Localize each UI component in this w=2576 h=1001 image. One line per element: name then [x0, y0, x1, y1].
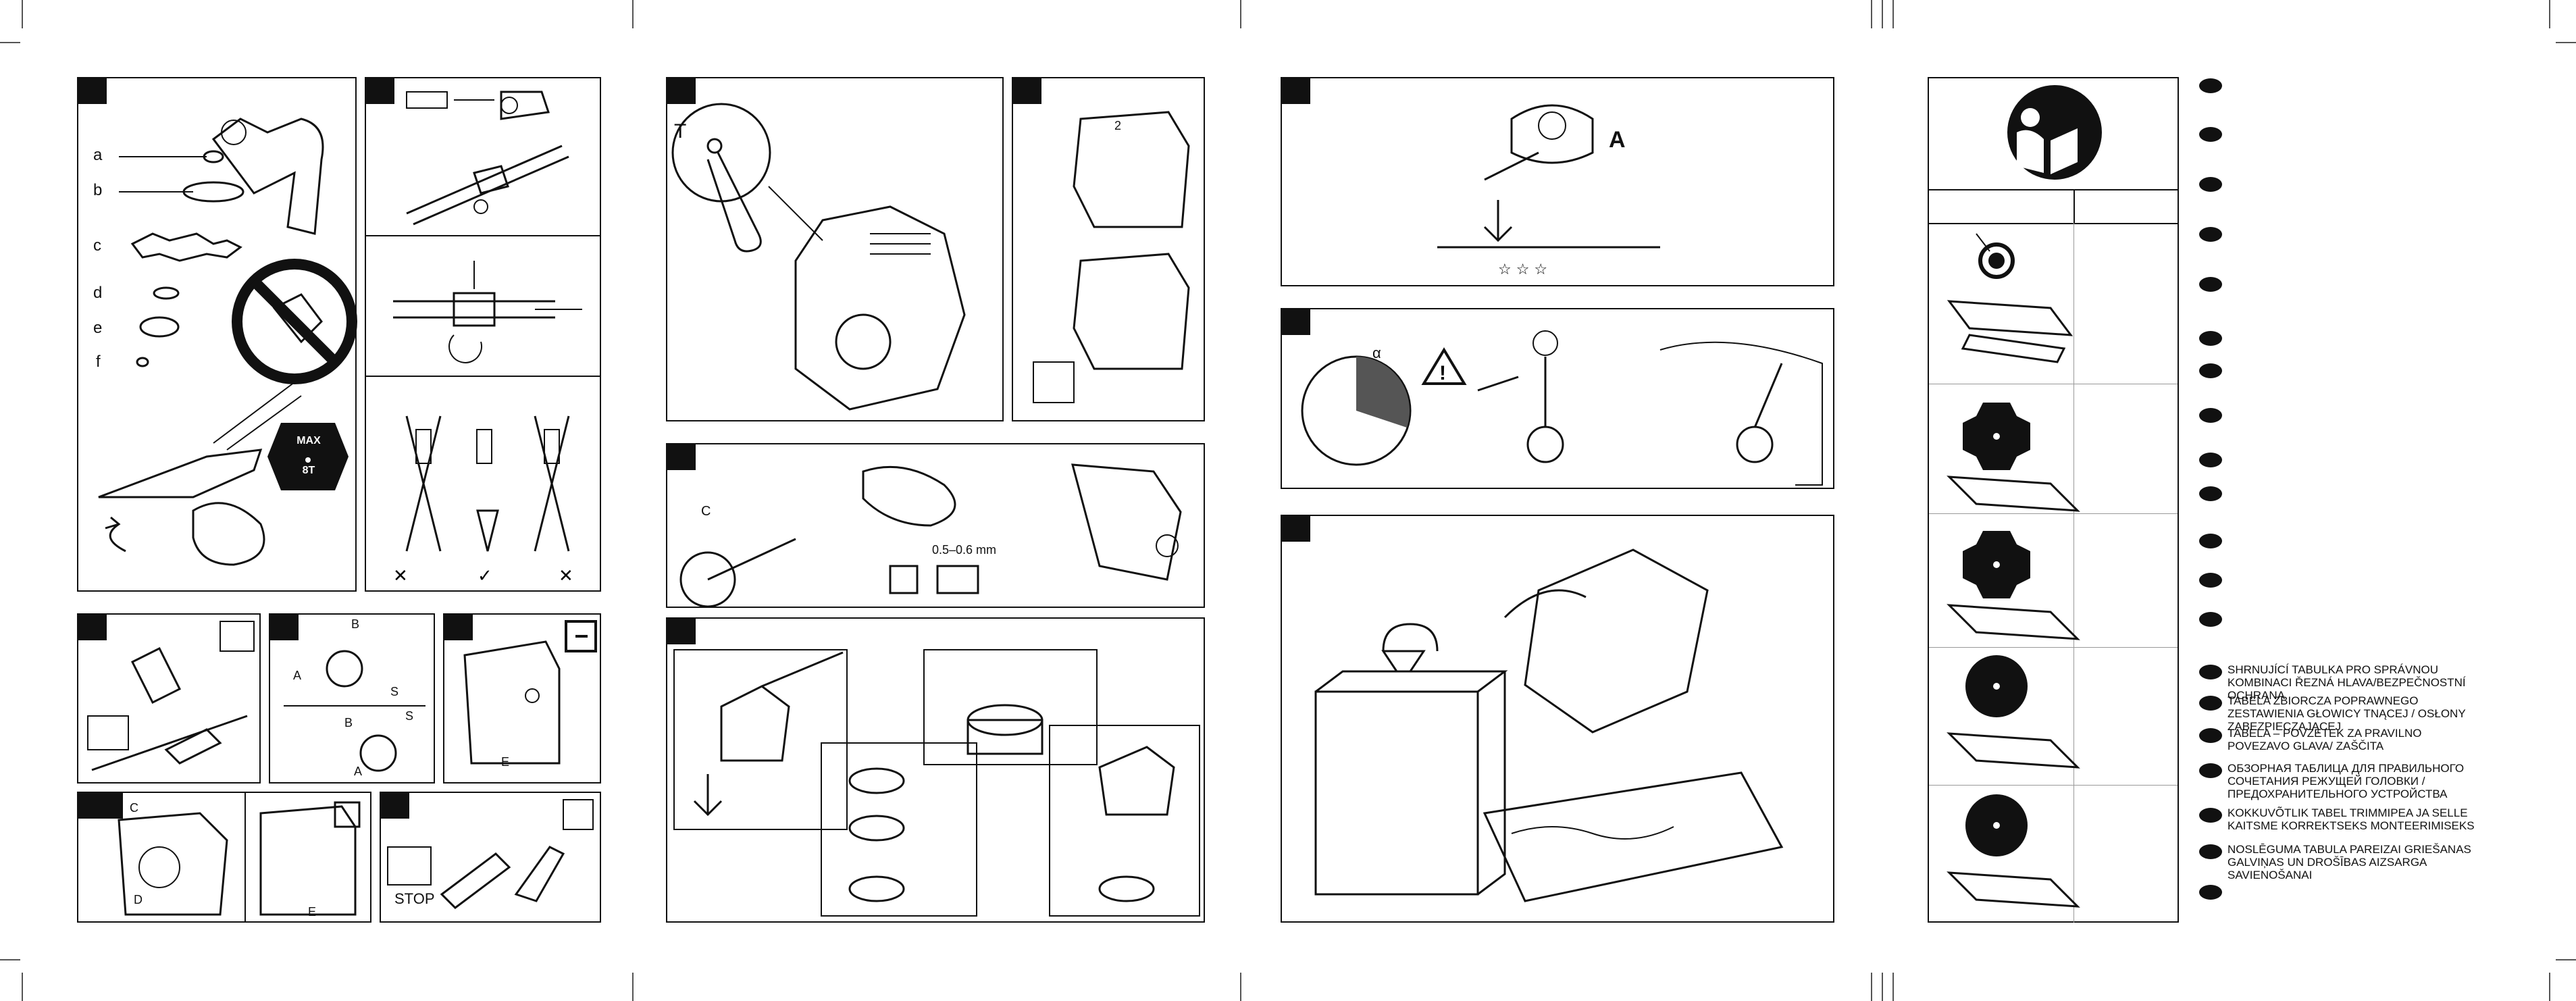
panel-tab: [365, 77, 394, 104]
svg-text:!: !: [1439, 362, 1446, 384]
panel-tab: [380, 792, 409, 819]
panel-handle-mount: ✕ ✓ ✕: [365, 77, 601, 592]
carburetor-illustration: [671, 103, 966, 411]
panel-choke: B A S B S A: [269, 613, 435, 784]
label-e-fuel: E: [501, 755, 510, 769]
choke-illustration: [284, 650, 426, 772]
label-alpha: α: [1372, 344, 1381, 361]
table-row-saw-blade-1: [1947, 655, 2080, 769]
fuel-cap-illustration: [463, 620, 597, 765]
panel-spark-plug: 2: [1012, 77, 1205, 421]
svg-text:✓: ✓: [478, 565, 492, 586]
fuel-pour-illustration: [1314, 548, 1784, 902]
legend-text: ОБЗОРНАЯ ТАБЛИЦА ДЛЯ ПРАВИЛЬНОГО СОЧЕТАН…: [2227, 762, 2465, 800]
panel-start: C D E: [77, 792, 371, 923]
panel-fuel-cap: E: [443, 613, 601, 784]
throttle-illustration: [87, 621, 255, 771]
panel-tab: [1281, 77, 1310, 104]
panel-fuel-pour: [1281, 515, 1834, 923]
stop-label: STOP: [394, 890, 435, 907]
panel-tab: [269, 613, 299, 640]
label-d: d: [93, 284, 103, 302]
table-col-divider: [2073, 189, 2075, 223]
line-cutter-illustration: [679, 463, 1182, 608]
label-a-guard: A: [1609, 127, 1626, 153]
panel-stop: STOP: [380, 792, 601, 923]
svg-text:✕: ✕: [559, 565, 573, 586]
legend-text: KOKKUVÕTLIK TABEL TRIMMIPEA JA SELLE KAI…: [2227, 806, 2475, 832]
panel-carburetor: T: [666, 77, 1004, 421]
panel-tab: [443, 613, 473, 640]
table-subheader-divider: [1929, 223, 2178, 224]
panel-spool-replacement: [666, 617, 1205, 923]
label-two: 2: [1114, 119, 1122, 132]
max-badge-bottom: 8T: [302, 465, 315, 476]
panel-throttle: [77, 613, 261, 784]
label-b-bottom: B: [344, 716, 353, 729]
label-a-top: A: [293, 669, 302, 682]
stop-illustration: [387, 799, 594, 909]
svg-text:✕: ✕: [393, 565, 408, 586]
panel-tab: [1281, 515, 1310, 542]
svg-text:☆ ☆ ☆: ☆ ☆ ☆: [1498, 261, 1547, 278]
panel-tab: [77, 792, 123, 819]
label-c: c: [93, 236, 101, 255]
panel-tab: [666, 617, 696, 644]
legend-text: SHRNUJÍCÍ TABULKA PRO SPRÁVNOU KOMBINACI…: [2227, 663, 2466, 702]
panel-tab: [666, 77, 696, 104]
table-header-divider: [1929, 189, 2178, 190]
legend-text: TABELA – POVZETEK ZA PRAVILNO POVEZAVO G…: [2227, 727, 2422, 752]
spark-plug-illustration: [1033, 111, 1190, 403]
label-d-start: D: [134, 893, 143, 906]
blade-assembly-illustration: [98, 118, 357, 566]
label-s-top: S: [390, 685, 399, 698]
label-f: f: [96, 353, 101, 371]
table-row-spool-head: [1947, 233, 2073, 363]
label-c-cutter: C: [701, 504, 711, 519]
panel-cutting-technique: α !: [1281, 308, 1834, 489]
panel-blade-assembly: a b c d e f MAX 8T: [77, 77, 357, 592]
label-b-top: B: [351, 617, 360, 631]
panel-guard-cut: A ☆ ☆ ☆: [1281, 77, 1834, 286]
panel-tab: [77, 77, 107, 104]
handle-mount-illustration: ✕ ✓ ✕: [393, 91, 582, 586]
label-s-bottom: S: [405, 709, 414, 723]
manual-read-icon: [2007, 85, 2102, 180]
table-row-4-tooth-blade-2: [1947, 531, 2080, 640]
label-a: a: [93, 146, 103, 164]
label-t: T: [674, 120, 687, 143]
start-illustration: [118, 801, 361, 916]
table-row-4-tooth-blade-1: [1947, 403, 2080, 512]
gap-label: 0.5–0.6 mm: [932, 543, 997, 557]
label-b: b: [93, 181, 103, 199]
legend-text: TABELA ZBIORCZA POPRAWNEGO ZESTAWIENIA G…: [2227, 694, 2466, 733]
cutting-technique-illustration: !: [1301, 330, 1823, 486]
spool-replacement-illustration: [673, 649, 1200, 917]
panel-combination-table: [1928, 77, 2179, 923]
panel-tab: [77, 613, 107, 640]
panel-tab: [1281, 308, 1310, 335]
panel-line-cutter: C 0.5–0.6 mm: [666, 443, 1205, 608]
panel-tab: [666, 443, 696, 470]
panel-tab: [1012, 77, 1041, 104]
label-e: e: [93, 319, 103, 337]
guard-cut-illustration: ☆ ☆ ☆: [1437, 104, 1660, 278]
max-badge-top: MAX: [297, 435, 321, 446]
label-a-bottom: A: [354, 765, 363, 778]
label-c-start: C: [130, 801, 138, 815]
legend-text: NOSLĒGUMA TABULA PAREIZAI GRIEŠANAS GALV…: [2227, 843, 2471, 881]
table-row-saw-blade-2: [1947, 794, 2080, 908]
